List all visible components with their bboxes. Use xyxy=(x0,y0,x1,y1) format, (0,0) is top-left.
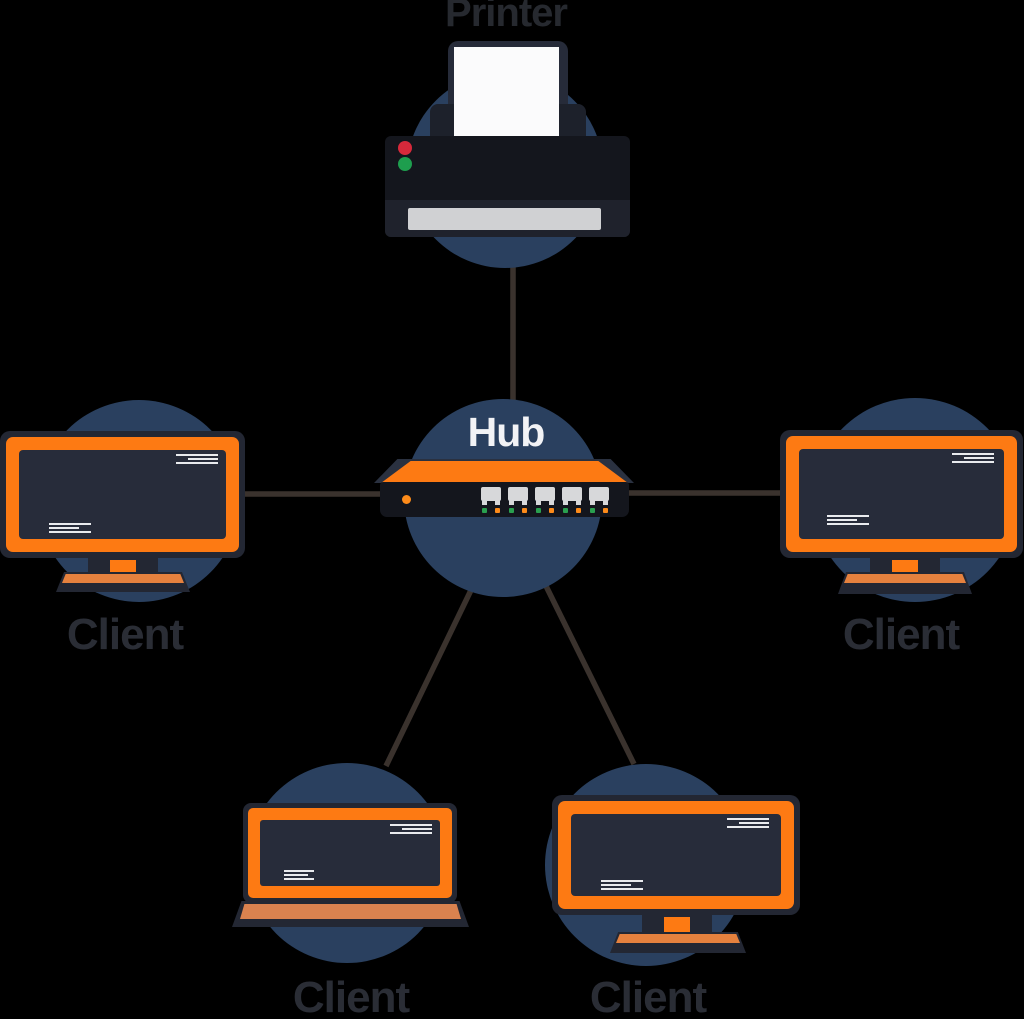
screen-text-lines xyxy=(390,824,432,834)
monitor-casing xyxy=(780,430,1023,558)
monitor-base-top xyxy=(844,574,966,583)
monitor-neck xyxy=(642,915,712,933)
monitor-frame xyxy=(558,801,794,909)
monitor-screen xyxy=(799,449,1004,539)
client-bottom-left-label: Client xyxy=(292,973,410,1019)
monitor-neck-plate xyxy=(664,917,690,932)
monitor-screen xyxy=(571,814,781,896)
screen-text-lines xyxy=(952,453,994,463)
monitor-casing xyxy=(0,431,245,558)
client-bottom-right-label: Client xyxy=(589,973,707,1019)
screen-text-lines xyxy=(827,515,869,525)
ethernet-port-icon xyxy=(535,487,555,513)
monitor-neck xyxy=(870,558,940,575)
wire-hub-client-bottom-right xyxy=(543,584,637,766)
monitor-base xyxy=(838,572,972,594)
screen-text-lines xyxy=(284,870,314,880)
laptop-base-top xyxy=(240,904,461,919)
monitor-base xyxy=(56,572,190,592)
screen-text-lines xyxy=(176,454,218,464)
ethernet-port-icon xyxy=(589,487,609,513)
hub-port-row xyxy=(481,487,609,513)
monitor-neck xyxy=(88,558,158,575)
monitor-base-top xyxy=(62,574,184,583)
monitor-neck-plate xyxy=(110,560,136,575)
monitor-base xyxy=(610,932,746,953)
laptop-keyboard-base xyxy=(232,901,469,927)
wire-hub-client-bottom-left xyxy=(383,584,476,768)
monitor-frame xyxy=(786,436,1017,552)
hub-front-panel xyxy=(380,482,629,517)
printer-output-tray xyxy=(408,208,601,230)
laptop-screen xyxy=(260,820,440,886)
printer-led-green xyxy=(398,157,412,171)
printer-paper-sheet xyxy=(454,47,559,136)
laptop-frame xyxy=(248,808,452,898)
printer-label: Printer xyxy=(445,0,568,35)
printer-led-red xyxy=(398,141,412,155)
screen-text-lines xyxy=(727,818,769,828)
ethernet-port-icon xyxy=(508,487,528,513)
ethernet-port-icon xyxy=(562,487,582,513)
ethernet-port-icon xyxy=(481,487,501,513)
monitor-screen xyxy=(19,450,226,539)
screen-text-lines xyxy=(49,523,91,533)
monitor-casing xyxy=(552,795,800,915)
screen-text-lines xyxy=(601,880,643,890)
client-left-label: Client xyxy=(66,610,184,659)
monitor-neck-plate xyxy=(892,560,918,575)
laptop-lid xyxy=(243,803,457,903)
hub-power-led xyxy=(402,495,411,504)
hub-label: Hub xyxy=(467,409,546,455)
hub-top-panel xyxy=(381,461,628,483)
monitor-base-top xyxy=(616,934,740,943)
client-right-label: Client xyxy=(842,610,960,659)
monitor-frame xyxy=(6,437,239,552)
